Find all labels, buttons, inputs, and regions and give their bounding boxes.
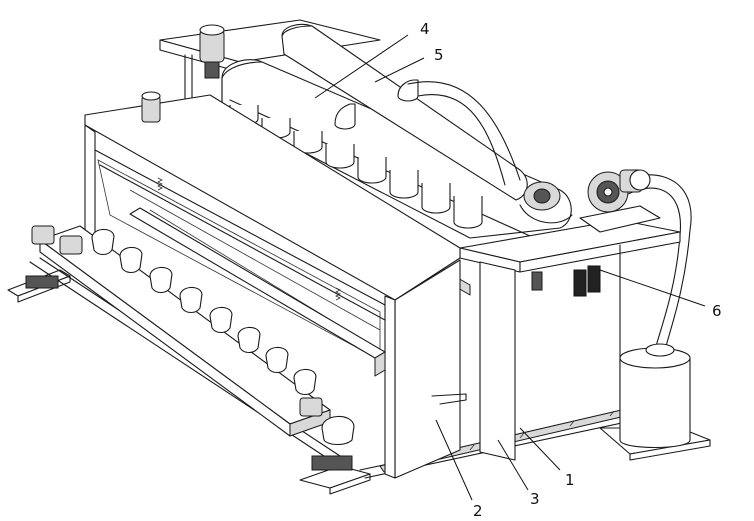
- callout-5: 5: [434, 46, 444, 64]
- right-platform: [459, 219, 681, 461]
- callout-1: 1: [565, 471, 575, 489]
- frame-handle: [431, 393, 467, 405]
- top-motor: [184, 24, 225, 126]
- deflector-bar: [129, 207, 386, 377]
- trough-clamps: [25, 225, 355, 471]
- callout-labels: 1 2 3 4 5 6: [420, 20, 722, 520]
- callout-2: 2: [473, 502, 483, 520]
- main-frame: [84, 94, 461, 479]
- callout-6: 6: [712, 302, 722, 320]
- nozzle-cups: [91, 228, 317, 396]
- actuators: [531, 265, 601, 297]
- blower-motor: [579, 169, 661, 233]
- dust-collector: [619, 343, 691, 449]
- hose-coupling: [519, 181, 573, 224]
- upper-duct: [281, 23, 528, 201]
- callout-3: 3: [530, 490, 540, 508]
- leader-lines: [314, 34, 706, 501]
- frame-motor: [141, 91, 161, 123]
- callout-4: 4: [420, 20, 430, 38]
- springs: [157, 177, 341, 301]
- front-trough: [39, 225, 331, 437]
